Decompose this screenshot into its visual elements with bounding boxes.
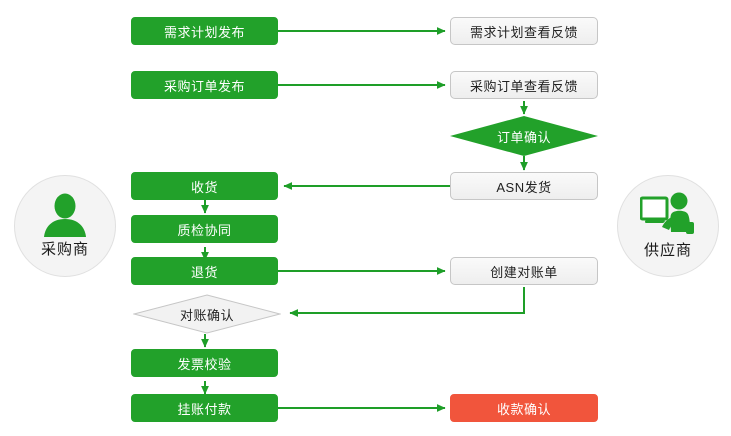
node-label: 订单确认 bbox=[496, 129, 551, 145]
node-label: 收款确认 bbox=[496, 401, 551, 417]
person-icon bbox=[42, 193, 88, 237]
node-payment-confirm[interactable]: 收款确认 bbox=[450, 394, 598, 422]
person-at-computer-icon bbox=[639, 192, 696, 238]
node-label: 挂账付款 bbox=[177, 401, 232, 417]
actor-supplier-label: 供应商 bbox=[643, 242, 692, 259]
node-statement-confirm[interactable]: 对账确认 bbox=[133, 294, 281, 334]
node-label: 发票校验 bbox=[177, 356, 232, 372]
node-label: 需求计划发布 bbox=[163, 24, 245, 40]
actor-buyer-label: 采购商 bbox=[40, 241, 89, 258]
node-quality-collab[interactable]: 质检协同 bbox=[131, 215, 278, 243]
node-invoice-verify[interactable]: 发票校验 bbox=[131, 349, 278, 377]
node-receive-goods[interactable]: 收货 bbox=[131, 172, 278, 200]
node-return-goods[interactable]: 退货 bbox=[131, 257, 278, 285]
actor-supplier[interactable]: 供应商 bbox=[617, 175, 719, 277]
node-label: 收货 bbox=[190, 179, 218, 195]
node-label: 需求计划查看反馈 bbox=[469, 24, 578, 40]
node-order-confirm[interactable]: 订单确认 bbox=[450, 116, 598, 156]
actor-buyer[interactable]: 采购商 bbox=[14, 175, 116, 277]
edge-statement-to-confirm bbox=[289, 287, 525, 317]
node-demand-plan-publish[interactable]: 需求计划发布 bbox=[131, 17, 278, 45]
node-label: 创建对账单 bbox=[490, 264, 558, 280]
node-label: 采购订单发布 bbox=[163, 78, 245, 94]
node-payable-payment[interactable]: 挂账付款 bbox=[131, 394, 278, 422]
node-label: 对账确认 bbox=[179, 307, 234, 323]
node-demand-plan-feedback[interactable]: 需求计划查看反馈 bbox=[450, 17, 598, 45]
node-label: 采购订单查看反馈 bbox=[469, 78, 578, 94]
node-create-statement[interactable]: 创建对账单 bbox=[450, 257, 598, 285]
node-label: 退货 bbox=[190, 264, 218, 280]
node-label: ASN发货 bbox=[496, 179, 552, 195]
node-po-feedback[interactable]: 采购订单查看反馈 bbox=[450, 71, 598, 99]
node-po-publish[interactable]: 采购订单发布 bbox=[131, 71, 278, 99]
node-asn-ship[interactable]: ASN发货 bbox=[450, 172, 598, 200]
node-label: 质检协同 bbox=[177, 222, 232, 238]
